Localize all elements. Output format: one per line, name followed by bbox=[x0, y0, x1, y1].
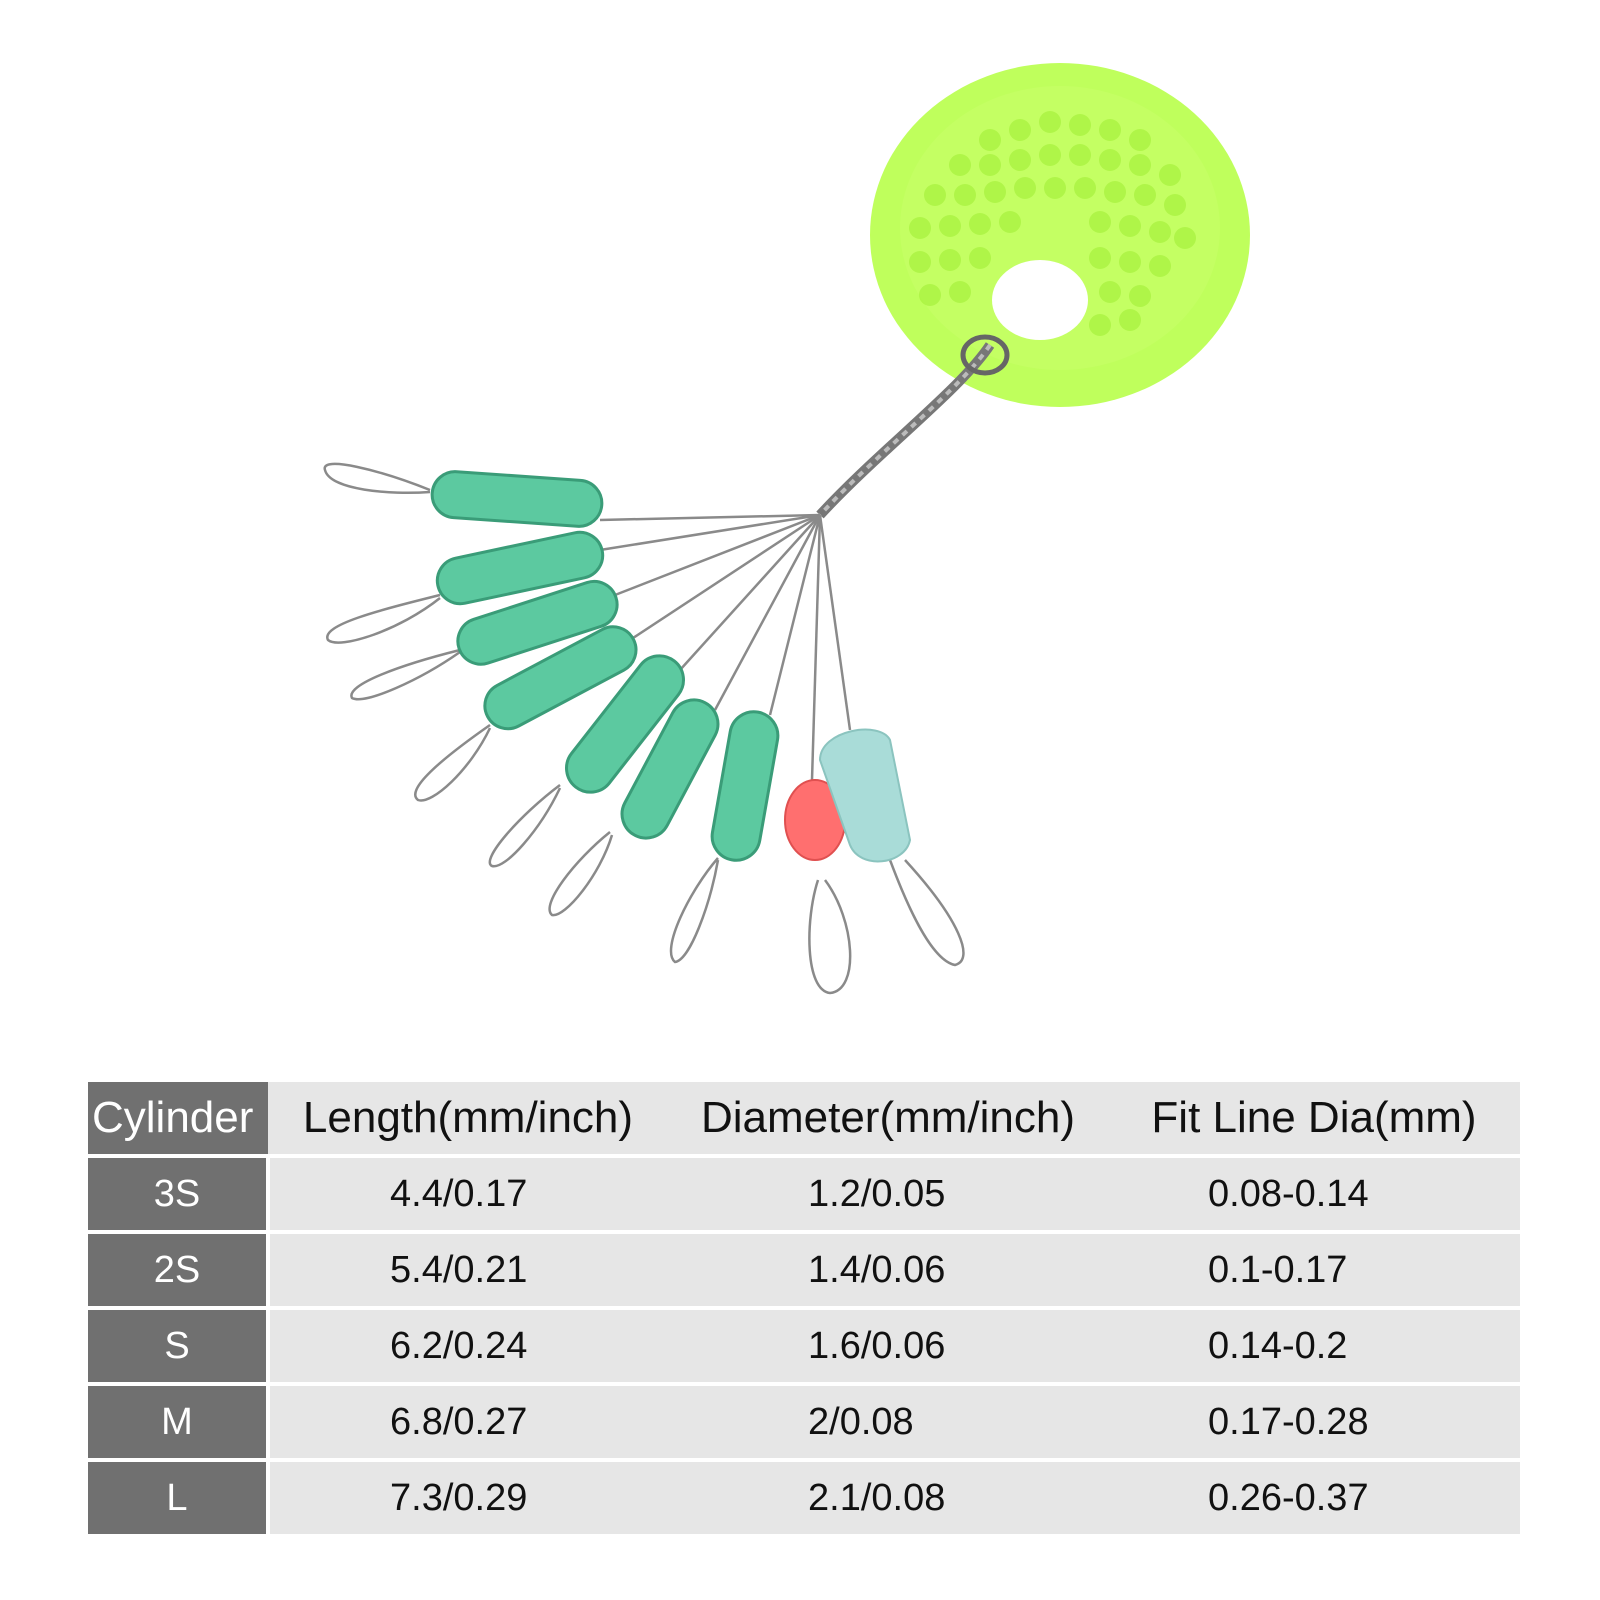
row-length: 6.2/0.24 bbox=[268, 1308, 668, 1384]
table-row: 2S 5.4/0.21 1.4/0.06 0.1-0.17 bbox=[88, 1232, 1520, 1308]
row-size: L bbox=[88, 1460, 270, 1534]
row-length: 7.3/0.29 bbox=[268, 1460, 668, 1534]
row-size: 2S bbox=[88, 1232, 270, 1308]
row-diameter: 1.6/0.06 bbox=[668, 1308, 1108, 1384]
row-fit: 0.08-0.14 bbox=[1108, 1156, 1520, 1232]
wire-loops bbox=[323, 462, 965, 995]
row-diameter: 2.1/0.08 bbox=[668, 1460, 1108, 1534]
header-fit-line: Fit Line Dia(mm) bbox=[1108, 1082, 1520, 1156]
green-stoppers bbox=[430, 470, 780, 862]
row-length: 5.4/0.21 bbox=[268, 1232, 668, 1308]
spec-table-header: Cylinder Length(mm/inch) Diameter(mm/inc… bbox=[88, 1082, 1520, 1156]
row-length: 4.4/0.17 bbox=[268, 1156, 668, 1232]
row-fit: 0.14-0.2 bbox=[1108, 1308, 1520, 1384]
row-diameter: 1.2/0.05 bbox=[668, 1156, 1108, 1232]
twisted-wire bbox=[816, 334, 1010, 519]
table-row: S 6.2/0.24 1.6/0.06 0.14-0.2 bbox=[88, 1308, 1520, 1384]
table-row: M 6.8/0.27 2/0.08 0.17-0.28 bbox=[88, 1384, 1520, 1460]
row-diameter: 2/0.08 bbox=[668, 1384, 1108, 1460]
clear-bead bbox=[818, 728, 912, 863]
table-row: 3S 4.4/0.17 1.2/0.05 0.08-0.14 bbox=[88, 1156, 1520, 1232]
green-disc bbox=[870, 63, 1250, 407]
header-cylinder: Cylinder bbox=[88, 1082, 268, 1156]
row-size: S bbox=[88, 1308, 270, 1384]
row-size: M bbox=[88, 1384, 270, 1460]
row-fit: 0.17-0.28 bbox=[1108, 1384, 1520, 1460]
stopper-wires bbox=[599, 513, 852, 781]
spec-table: Cylinder Length(mm/inch) Diameter(mm/inc… bbox=[88, 1082, 1520, 1534]
row-fit: 0.26-0.37 bbox=[1108, 1460, 1520, 1534]
header-diameter: Diameter(mm/inch) bbox=[668, 1082, 1108, 1156]
fishing-stopper-photo bbox=[323, 63, 1250, 995]
table-row: L 7.3/0.29 2.1/0.08 0.26-0.37 bbox=[88, 1460, 1520, 1534]
row-fit: 0.1-0.17 bbox=[1108, 1232, 1520, 1308]
row-length: 6.8/0.27 bbox=[268, 1384, 668, 1460]
row-diameter: 1.4/0.06 bbox=[668, 1232, 1108, 1308]
row-size: 3S bbox=[88, 1156, 270, 1232]
header-length: Length(mm/inch) bbox=[268, 1082, 668, 1156]
